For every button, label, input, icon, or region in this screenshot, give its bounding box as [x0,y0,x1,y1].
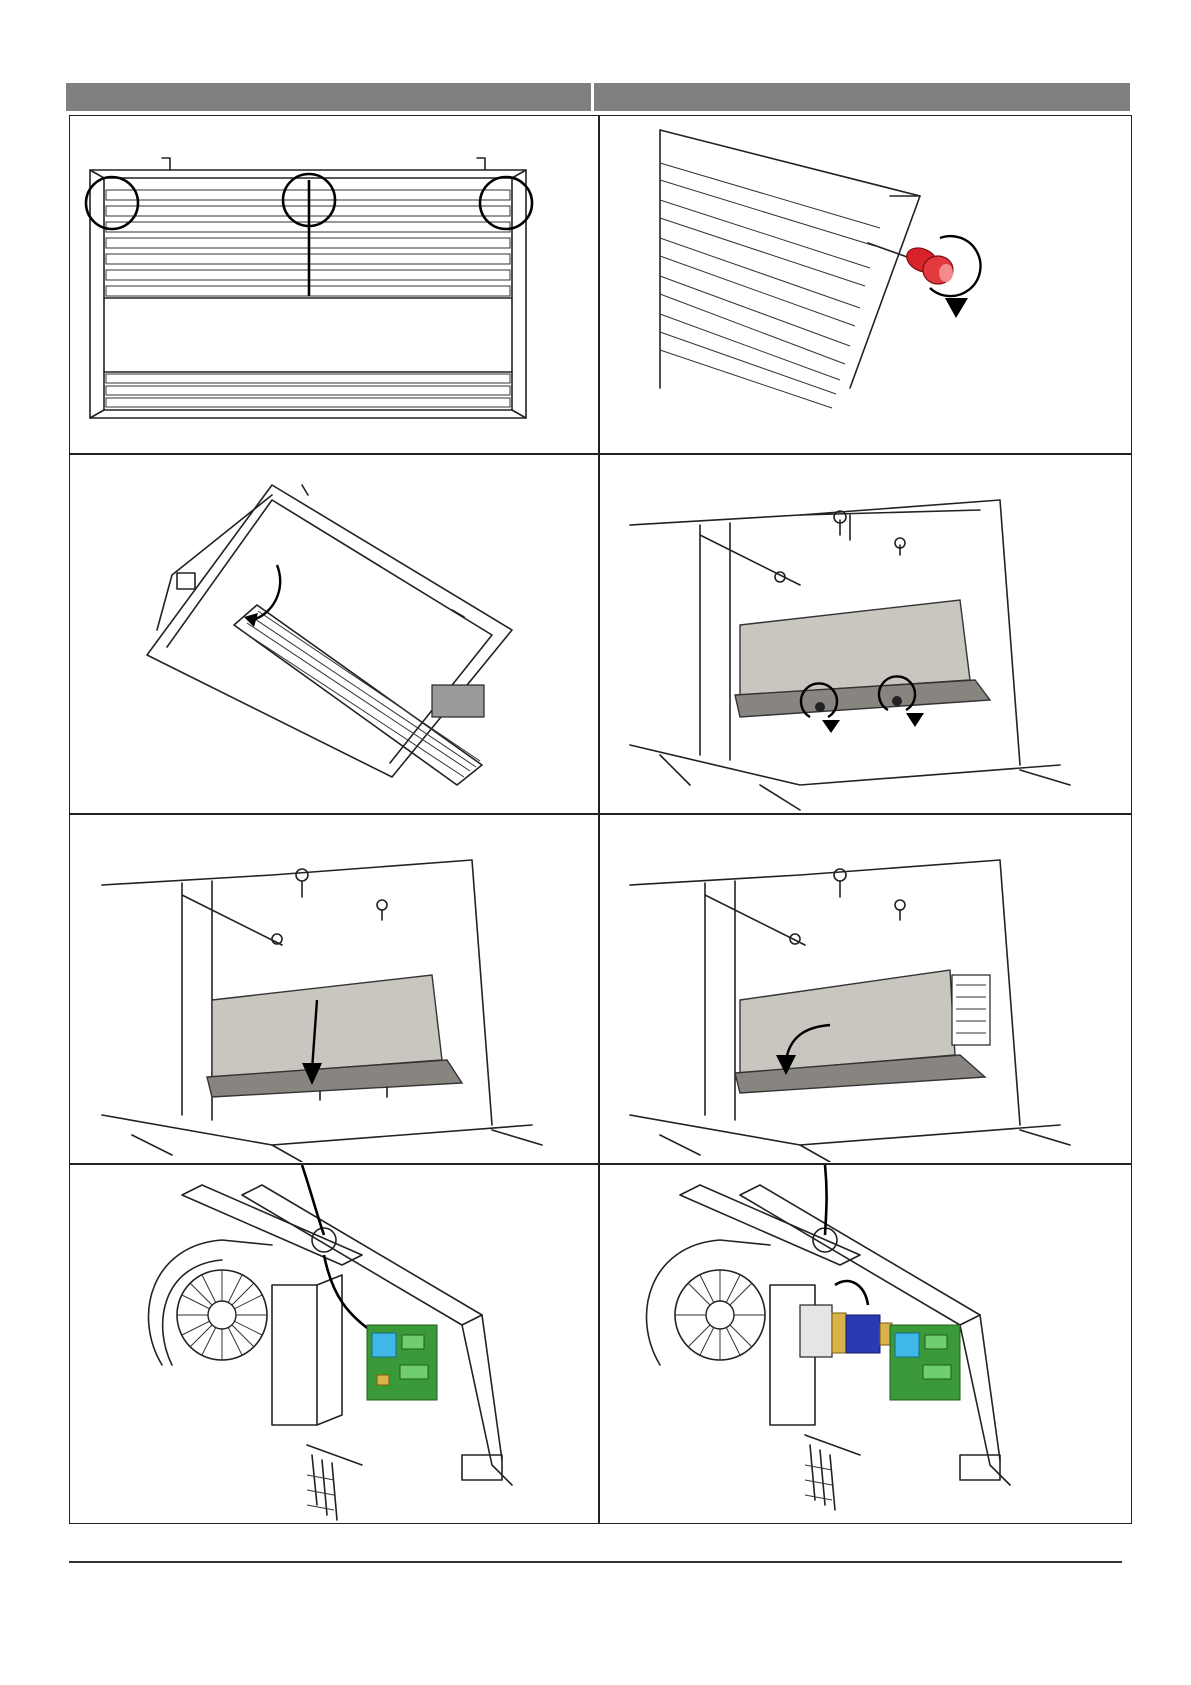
cover-slide-down-icon [72,815,596,1162]
panel-fan-board [72,1165,596,1523]
screw-release-red-icon [600,118,1131,452]
cover-screws-unscrew-icon [600,455,1131,812]
panel-cover-screws [600,455,1131,812]
louver-grille-top-view-icon [72,118,596,452]
panel-grille-open [72,455,596,812]
fan-electronics-board-icon [72,1165,596,1523]
panel-cover-tilt [600,815,1131,1162]
panel-fan-motor [600,1165,1131,1523]
panel-grille-clips [72,118,596,452]
table-header-bar [66,83,1130,111]
header-cell-left [66,83,594,111]
panel-cover-slide [72,815,596,1162]
fan-electronics-motor-installed-icon [600,1165,1131,1523]
grille-swing-open-icon [72,455,596,812]
instruction-image-grid [69,115,1132,1524]
panel-release-screw [600,118,1131,452]
header-cell-right [594,83,1130,111]
cover-tilt-remove-icon [600,815,1131,1162]
footer-rule [69,1561,1122,1563]
